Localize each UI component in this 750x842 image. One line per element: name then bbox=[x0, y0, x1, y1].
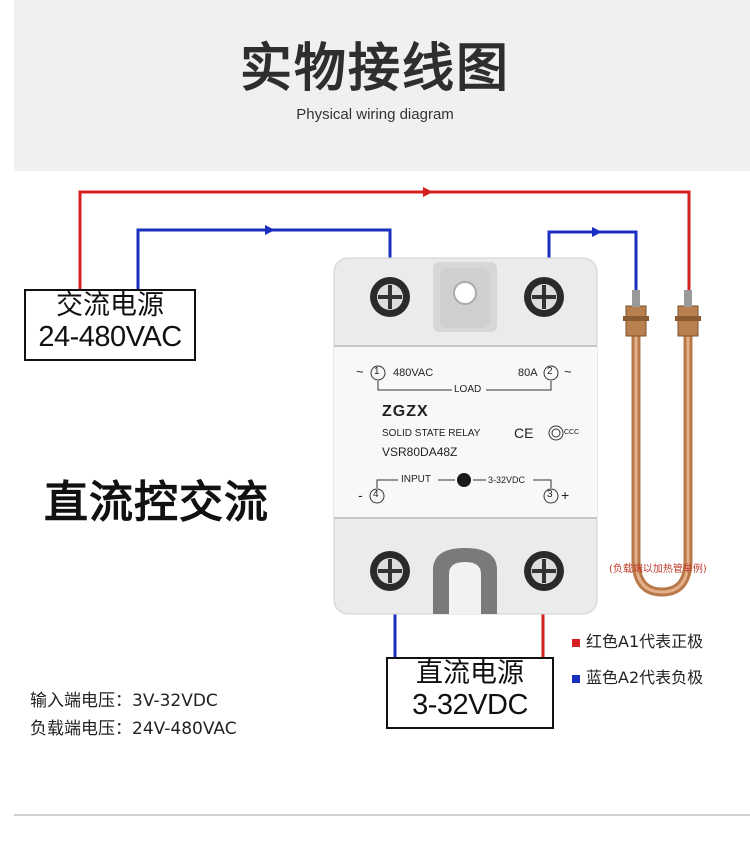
dc-source-label: 直流电源 bbox=[416, 658, 524, 689]
input-voltage-spec: 输入端电压：3V-32VDC bbox=[30, 691, 218, 711]
t4-number: 4 bbox=[373, 489, 379, 500]
ac-power-source-box: 交流电源 24-480VAC bbox=[24, 289, 196, 361]
dc-source-voltage: 3-32VDC bbox=[412, 689, 528, 721]
page-title: 实物接线图 bbox=[239, 39, 510, 99]
screw-icon bbox=[370, 551, 410, 591]
mounting-hole bbox=[453, 281, 477, 305]
screw-icon bbox=[370, 277, 410, 317]
page-subtitle: Physical wiring diagram bbox=[296, 106, 454, 123]
blue-square-icon bbox=[572, 674, 580, 683]
load-voltage-spec: 负载端电压：24V-480VAC bbox=[30, 719, 237, 739]
t3-number: 3 bbox=[547, 489, 553, 500]
relay-brand: ZGZX bbox=[382, 403, 429, 420]
ac-source-label: 交流电源 bbox=[56, 290, 164, 321]
screw-icon bbox=[524, 277, 564, 317]
ccc-mark: CCC bbox=[564, 429, 580, 436]
blue-wire-ac-to-t1 bbox=[136, 228, 392, 290]
input-label: INPUT bbox=[401, 474, 431, 485]
relay-label-graphics bbox=[369, 365, 564, 504]
red-arrow-icon bbox=[423, 187, 433, 197]
red-square-icon bbox=[572, 638, 580, 647]
legend-blue-text: 蓝色A2代表负极 bbox=[586, 668, 704, 687]
input-led bbox=[457, 473, 471, 487]
legend-red: 红色A1代表正极 bbox=[572, 628, 703, 652]
t4-symbol: - bbox=[358, 487, 363, 503]
control-mode-label: 直流控交流 bbox=[44, 477, 269, 528]
legend-blue: 蓝色A2代表负极 bbox=[572, 664, 703, 688]
t1-symbol: ~ bbox=[356, 364, 364, 379]
t1-voltage: 480VAC bbox=[393, 367, 434, 379]
ac-source-voltage: 24-480VAC bbox=[38, 321, 182, 353]
input-range: 3-32VDC bbox=[488, 475, 526, 485]
blue-arrow-icon bbox=[592, 227, 602, 237]
t2-symbol: ~ bbox=[564, 364, 572, 379]
t2-number: 2 bbox=[547, 366, 553, 377]
relay-model: VSR80DA48Z bbox=[382, 445, 458, 459]
relay-type: SOLID STATE RELAY bbox=[382, 428, 481, 439]
legend-red-text: 红色A1代表正极 bbox=[586, 632, 704, 651]
load-example-note: (负载端以加热管举例) bbox=[609, 564, 707, 575]
wire-arrows bbox=[265, 187, 602, 237]
screw-icon bbox=[524, 551, 564, 591]
heater-icon bbox=[623, 290, 701, 597]
terminal-screws bbox=[370, 277, 564, 591]
blue-arrow-icon bbox=[265, 225, 275, 235]
load-label: LOAD bbox=[454, 384, 482, 395]
t1-number: 1 bbox=[374, 366, 380, 377]
header-panel bbox=[14, 0, 750, 171]
dc-power-source-box: 直流电源 3-32VDC bbox=[386, 657, 554, 729]
t2-current: 80A bbox=[518, 367, 538, 379]
red-wire-ac-to-heater bbox=[78, 190, 691, 290]
ce-mark: CE bbox=[514, 425, 534, 441]
bottom-divider bbox=[14, 814, 750, 816]
t3-symbol: + bbox=[561, 487, 570, 503]
